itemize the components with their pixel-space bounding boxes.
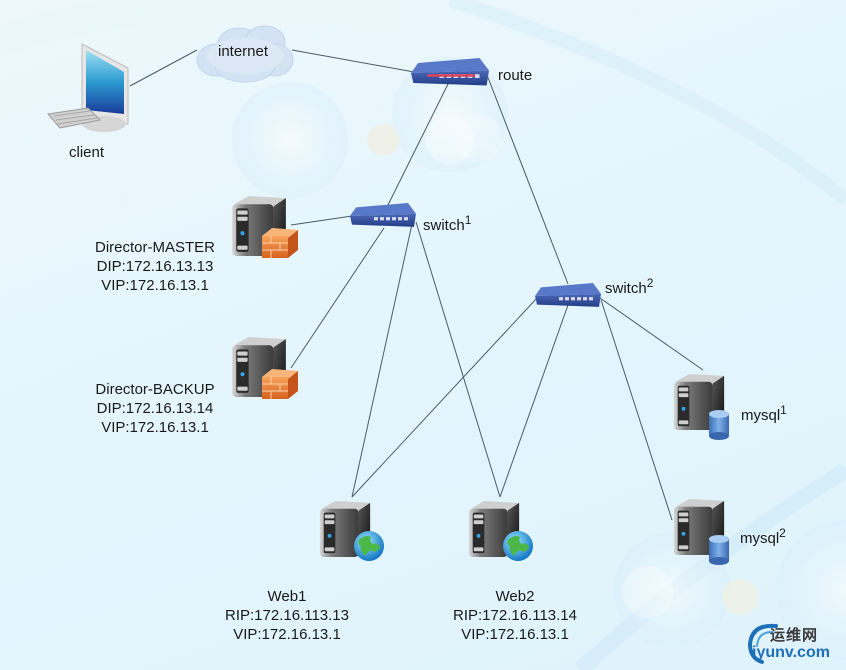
director-backup-dip: DIP:172.16.13.14 (96, 400, 214, 417)
web1-rip: RIP:172.16.113.13 (225, 607, 349, 624)
director-backup-vip: VIP:172.16.13.1 (101, 419, 209, 436)
web2-node[interactable] (465, 496, 539, 566)
switch2-label: switch2 (605, 274, 653, 298)
director-backup-node[interactable] (228, 333, 308, 405)
cloud-icon[interactable] (195, 22, 295, 84)
director-master-name: Director-MASTER (94, 239, 215, 256)
edge-internet-route (291, 49, 415, 73)
switch1-name: switch (423, 217, 465, 234)
director-backup-info: Director-BACKUP DIP:172.16.13.14 VIP:172… (85, 380, 225, 437)
mysql2-name: mysql (740, 530, 780, 547)
edge-switch2-web1 (351, 297, 538, 498)
edge-switch1-director-master (290, 215, 353, 226)
mysql2-node[interactable] (670, 494, 736, 568)
edge-route-switch1 (387, 81, 450, 206)
background-bubble (722, 579, 758, 615)
edge-switch1-web2 (415, 221, 501, 498)
edge-client-internet (129, 49, 198, 87)
mysql1-node[interactable] (670, 369, 736, 443)
edge-route-switch2 (486, 74, 569, 285)
background-bubble (622, 566, 674, 618)
edge-switch1-director-backup (290, 227, 385, 369)
web2-rip: RIP:172.16.113.14 (453, 607, 577, 624)
watermark-logo: 运维网 iyunv.com (742, 620, 842, 666)
switch1-label: switch1 (423, 211, 471, 235)
router-icon[interactable] (411, 58, 489, 88)
director-master-dip: DIP:172.16.13.13 (96, 258, 214, 275)
web2-vip: VIP:172.16.13.1 (461, 626, 569, 643)
director-backup-name: Director-BACKUP (95, 381, 215, 398)
background-bubble (776, 520, 846, 660)
firewall-icon (262, 369, 298, 399)
background-swoosh (447, 0, 846, 206)
network-switch-icon[interactable] (535, 283, 601, 309)
logo-text-cn: 运维网 (770, 627, 819, 644)
web1-vip: VIP:172.16.13.1 (233, 626, 341, 643)
network-switch-icon[interactable] (350, 203, 416, 229)
mysql2-index: 2 (779, 526, 786, 540)
background-bubble (392, 57, 508, 173)
web2-info: Web2 RIP:172.16.113.14 VIP:172.16.13.1 (440, 587, 590, 644)
desktop-computer-icon[interactable] (44, 40, 136, 132)
switch1-index: 1 (464, 213, 472, 227)
edge-switch2-web2 (499, 304, 569, 498)
director-master-node[interactable] (228, 192, 308, 264)
client-label: client (69, 144, 105, 161)
web2-name: Web2 (495, 588, 535, 605)
route-label: route (498, 67, 533, 84)
background-bubble (367, 124, 399, 156)
internet-label: internet (218, 43, 269, 60)
globe-icon (354, 531, 384, 561)
logo-swirl-icon (747, 623, 778, 664)
background-bubble (426, 116, 474, 164)
background-swoosh (0, 0, 403, 55)
mysql1-label: mysql1 (741, 401, 787, 425)
database-icon (709, 410, 729, 440)
mysql2-label: mysql2 (740, 524, 786, 548)
background-bubble (614, 532, 730, 648)
globe-icon (503, 531, 533, 561)
web1-name: Web1 (267, 588, 307, 605)
director-master-info: Director-MASTER DIP:172.16.13.13 VIP:172… (85, 238, 225, 295)
mysql1-index: 1 (780, 403, 787, 417)
director-master-vip: VIP:172.16.13.1 (101, 277, 209, 294)
web1-node[interactable] (316, 496, 390, 566)
edge-switch2-mysql1 (599, 297, 704, 371)
background-bubble (232, 82, 348, 198)
switch2-index: 2 (646, 276, 654, 290)
firewall-icon (262, 228, 298, 258)
mysql1-name: mysql (741, 407, 781, 424)
database-icon (709, 535, 729, 565)
edge-switch2-mysql2 (600, 299, 673, 521)
edge-switch1-web1 (351, 223, 413, 498)
logo-text-en: iyunv.com (752, 644, 830, 661)
background-bubble (454, 114, 502, 162)
switch2-name: switch (605, 280, 647, 297)
web1-info: Web1 RIP:172.16.113.13 VIP:172.16.13.1 (212, 587, 362, 644)
